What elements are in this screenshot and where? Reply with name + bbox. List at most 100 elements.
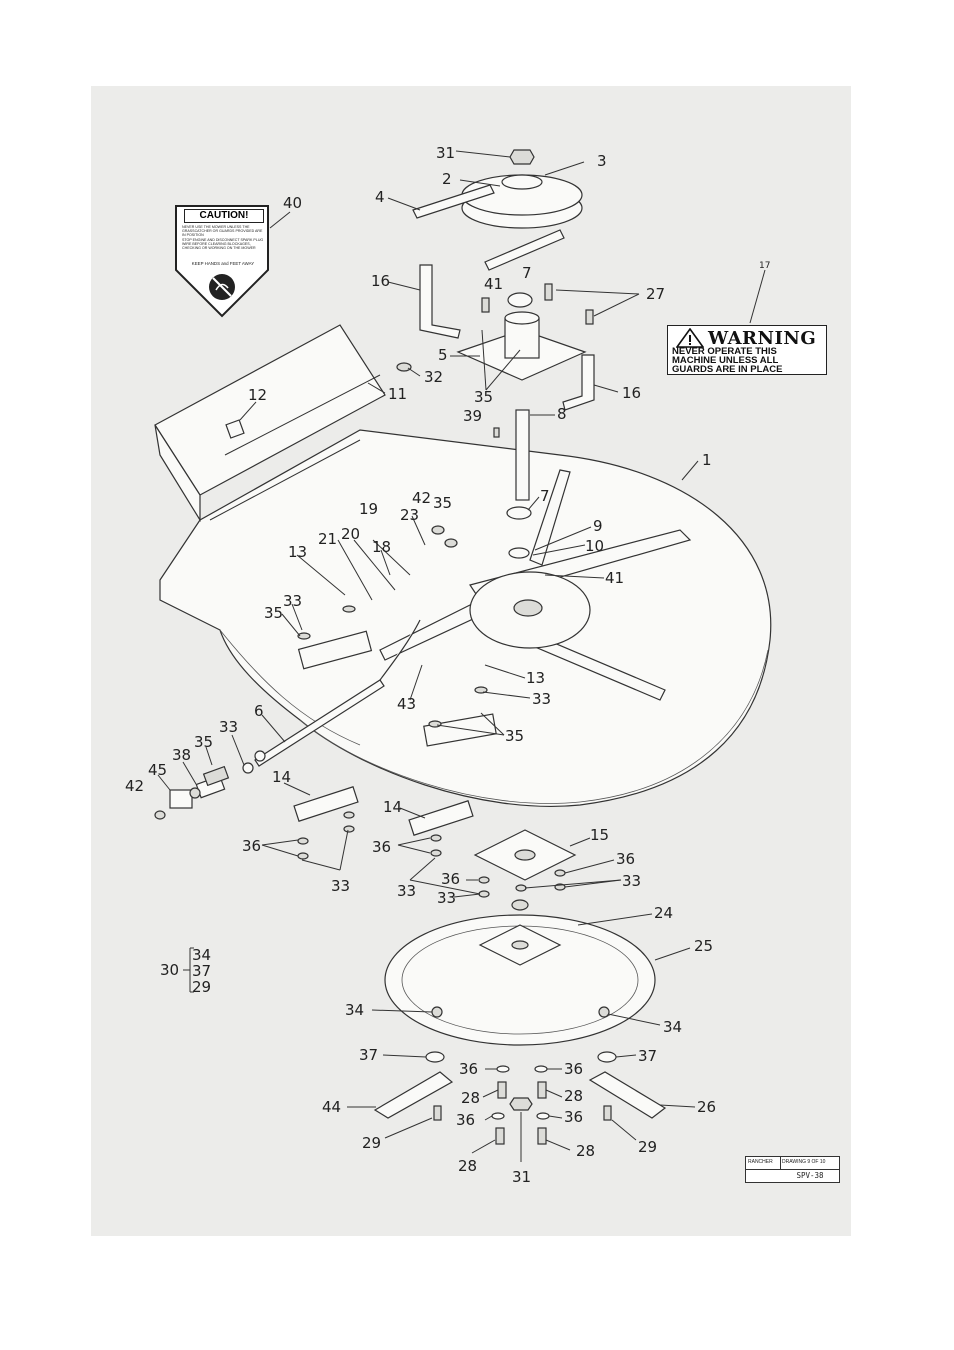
title-block-divider — [780, 1157, 781, 1169]
callout-42: 42 — [412, 489, 431, 507]
callout-33: 33 — [283, 592, 302, 610]
warning-line-2: MACHINE UNLESS ALL — [672, 355, 779, 366]
callout-15: 15 — [590, 826, 609, 844]
callout-29: 29 — [192, 978, 211, 996]
callout-3: 3 — [597, 152, 607, 170]
caution-keep: KEEP HANDS and FEET AWAY — [191, 261, 255, 266]
strap-left — [293, 786, 359, 822]
blade-right — [588, 1071, 667, 1119]
callout-31: 31 — [512, 1168, 531, 1186]
callout-35: 35 — [264, 604, 283, 622]
callout-16: 16 — [622, 384, 641, 402]
warning-decal: WARNING NEVER OPERATE THIS MACHINE UNLES… — [667, 325, 827, 375]
callout-24: 24 — [654, 904, 673, 922]
callout-38: 38 — [172, 746, 191, 764]
callout-14: 14 — [383, 798, 402, 816]
callout-21: 21 — [318, 530, 337, 548]
leader-lines — [157, 150, 766, 1162]
blade-carrier-spider — [379, 469, 692, 701]
callout-10: 10 — [585, 537, 604, 555]
callout-11: 11 — [388, 385, 407, 403]
strap-right — [408, 800, 474, 836]
callout-16: 16 — [371, 272, 390, 290]
callout-36: 36 — [564, 1060, 583, 1078]
callout-20: 20 — [341, 525, 360, 543]
callout-36: 36 — [564, 1108, 583, 1126]
callout-36: 36 — [242, 837, 261, 855]
callout-17: 17 — [759, 261, 770, 271]
callout-28: 28 — [458, 1157, 477, 1175]
callout-12: 12 — [248, 386, 267, 404]
callout-30: 30 — [160, 961, 179, 979]
callout-33: 33 — [532, 690, 551, 708]
title-block-brand: RANCHER — [748, 1159, 773, 1165]
callout-32: 32 — [424, 368, 443, 386]
callout-2: 2 — [442, 170, 452, 188]
callout-7: 7 — [540, 487, 550, 505]
callout-numbers: 31 3 2 4 40 7 41 27 16 17 5 32 35 16 12 … — [125, 144, 770, 1186]
callout-34: 34 — [192, 946, 211, 964]
callout-6: 6 — [254, 702, 264, 720]
hub-plate — [473, 829, 577, 881]
callout-44: 44 — [322, 1098, 341, 1116]
callout-9: 9 — [593, 517, 603, 535]
callout-29: 29 — [638, 1138, 657, 1156]
callout-45: 45 — [148, 761, 167, 779]
callout-13: 13 — [526, 669, 545, 687]
height-adjust-linkage — [169, 619, 497, 809]
callout-33: 33 — [397, 882, 416, 900]
warning-header: WARNING — [672, 328, 822, 349]
callout-43: 43 — [397, 695, 416, 713]
callout-5: 5 — [438, 346, 448, 364]
callout-26: 26 — [697, 1098, 716, 1116]
caution-title: CAUTION! — [184, 209, 264, 223]
callout-36: 36 — [441, 870, 460, 888]
caution-text-1: NEVER USE THE MOWER UNLESS THE GRASSCATC… — [182, 225, 263, 238]
callout-33: 33 — [331, 877, 350, 895]
pulley-assembly — [412, 149, 595, 559]
callout-42: 42 — [125, 777, 144, 795]
callout-14: 14 — [272, 768, 291, 786]
callout-37: 37 — [359, 1046, 378, 1064]
callout-29: 29 — [362, 1134, 381, 1152]
callout-25: 25 — [694, 937, 713, 955]
callout-39: 39 — [463, 407, 482, 425]
callout-7: 7 — [522, 264, 532, 282]
callout-1: 1 — [702, 451, 712, 469]
callout-34: 34 — [345, 1001, 364, 1019]
callout-18: 18 — [372, 538, 391, 556]
callout-36: 36 — [372, 838, 391, 856]
callout-19: 19 — [359, 500, 378, 518]
callout-36: 36 — [459, 1060, 478, 1078]
caution-decal: CAUTION! NEVER USE THE MOWER UNLESS THE … — [178, 206, 268, 316]
callout-27: 27 — [646, 285, 665, 303]
callout-34: 34 — [663, 1018, 682, 1036]
warning-line-1: NEVER OPERATE THIS — [672, 346, 777, 357]
warning-triangle-icon — [676, 328, 704, 348]
callout-23: 23 — [400, 506, 419, 524]
callout-37: 37 — [192, 962, 211, 980]
callout-4: 4 — [375, 188, 385, 206]
callout-41: 41 — [484, 275, 503, 293]
title-block-sheet: DRAWING 9 OF 10 — [782, 1159, 826, 1165]
blade-left — [373, 1071, 454, 1119]
callout-28: 28 — [564, 1087, 583, 1105]
callout-36: 36 — [616, 850, 635, 868]
callout-33: 33 — [219, 718, 238, 736]
callout-35: 35 — [433, 494, 452, 512]
callout-35: 35 — [194, 733, 213, 751]
callout-33: 33 — [437, 889, 456, 907]
callout-40: 40 — [283, 194, 302, 212]
callout-28: 28 — [576, 1142, 595, 1160]
title-block-divider — [746, 1169, 839, 1170]
callout-41: 41 — [605, 569, 624, 587]
warning-title: WARNING — [708, 328, 817, 349]
callout-33: 33 — [622, 872, 641, 890]
blade-disc — [384, 899, 656, 1046]
caution-decal-frame — [175, 205, 269, 318]
title-block-code: SPV-38 — [796, 1171, 824, 1180]
caution-text-2: STOP ENGINE AND DISCONNECT SPARK PLUG WI… — [182, 238, 264, 251]
callout-28: 28 — [461, 1089, 480, 1107]
callout-8: 8 — [557, 405, 567, 423]
